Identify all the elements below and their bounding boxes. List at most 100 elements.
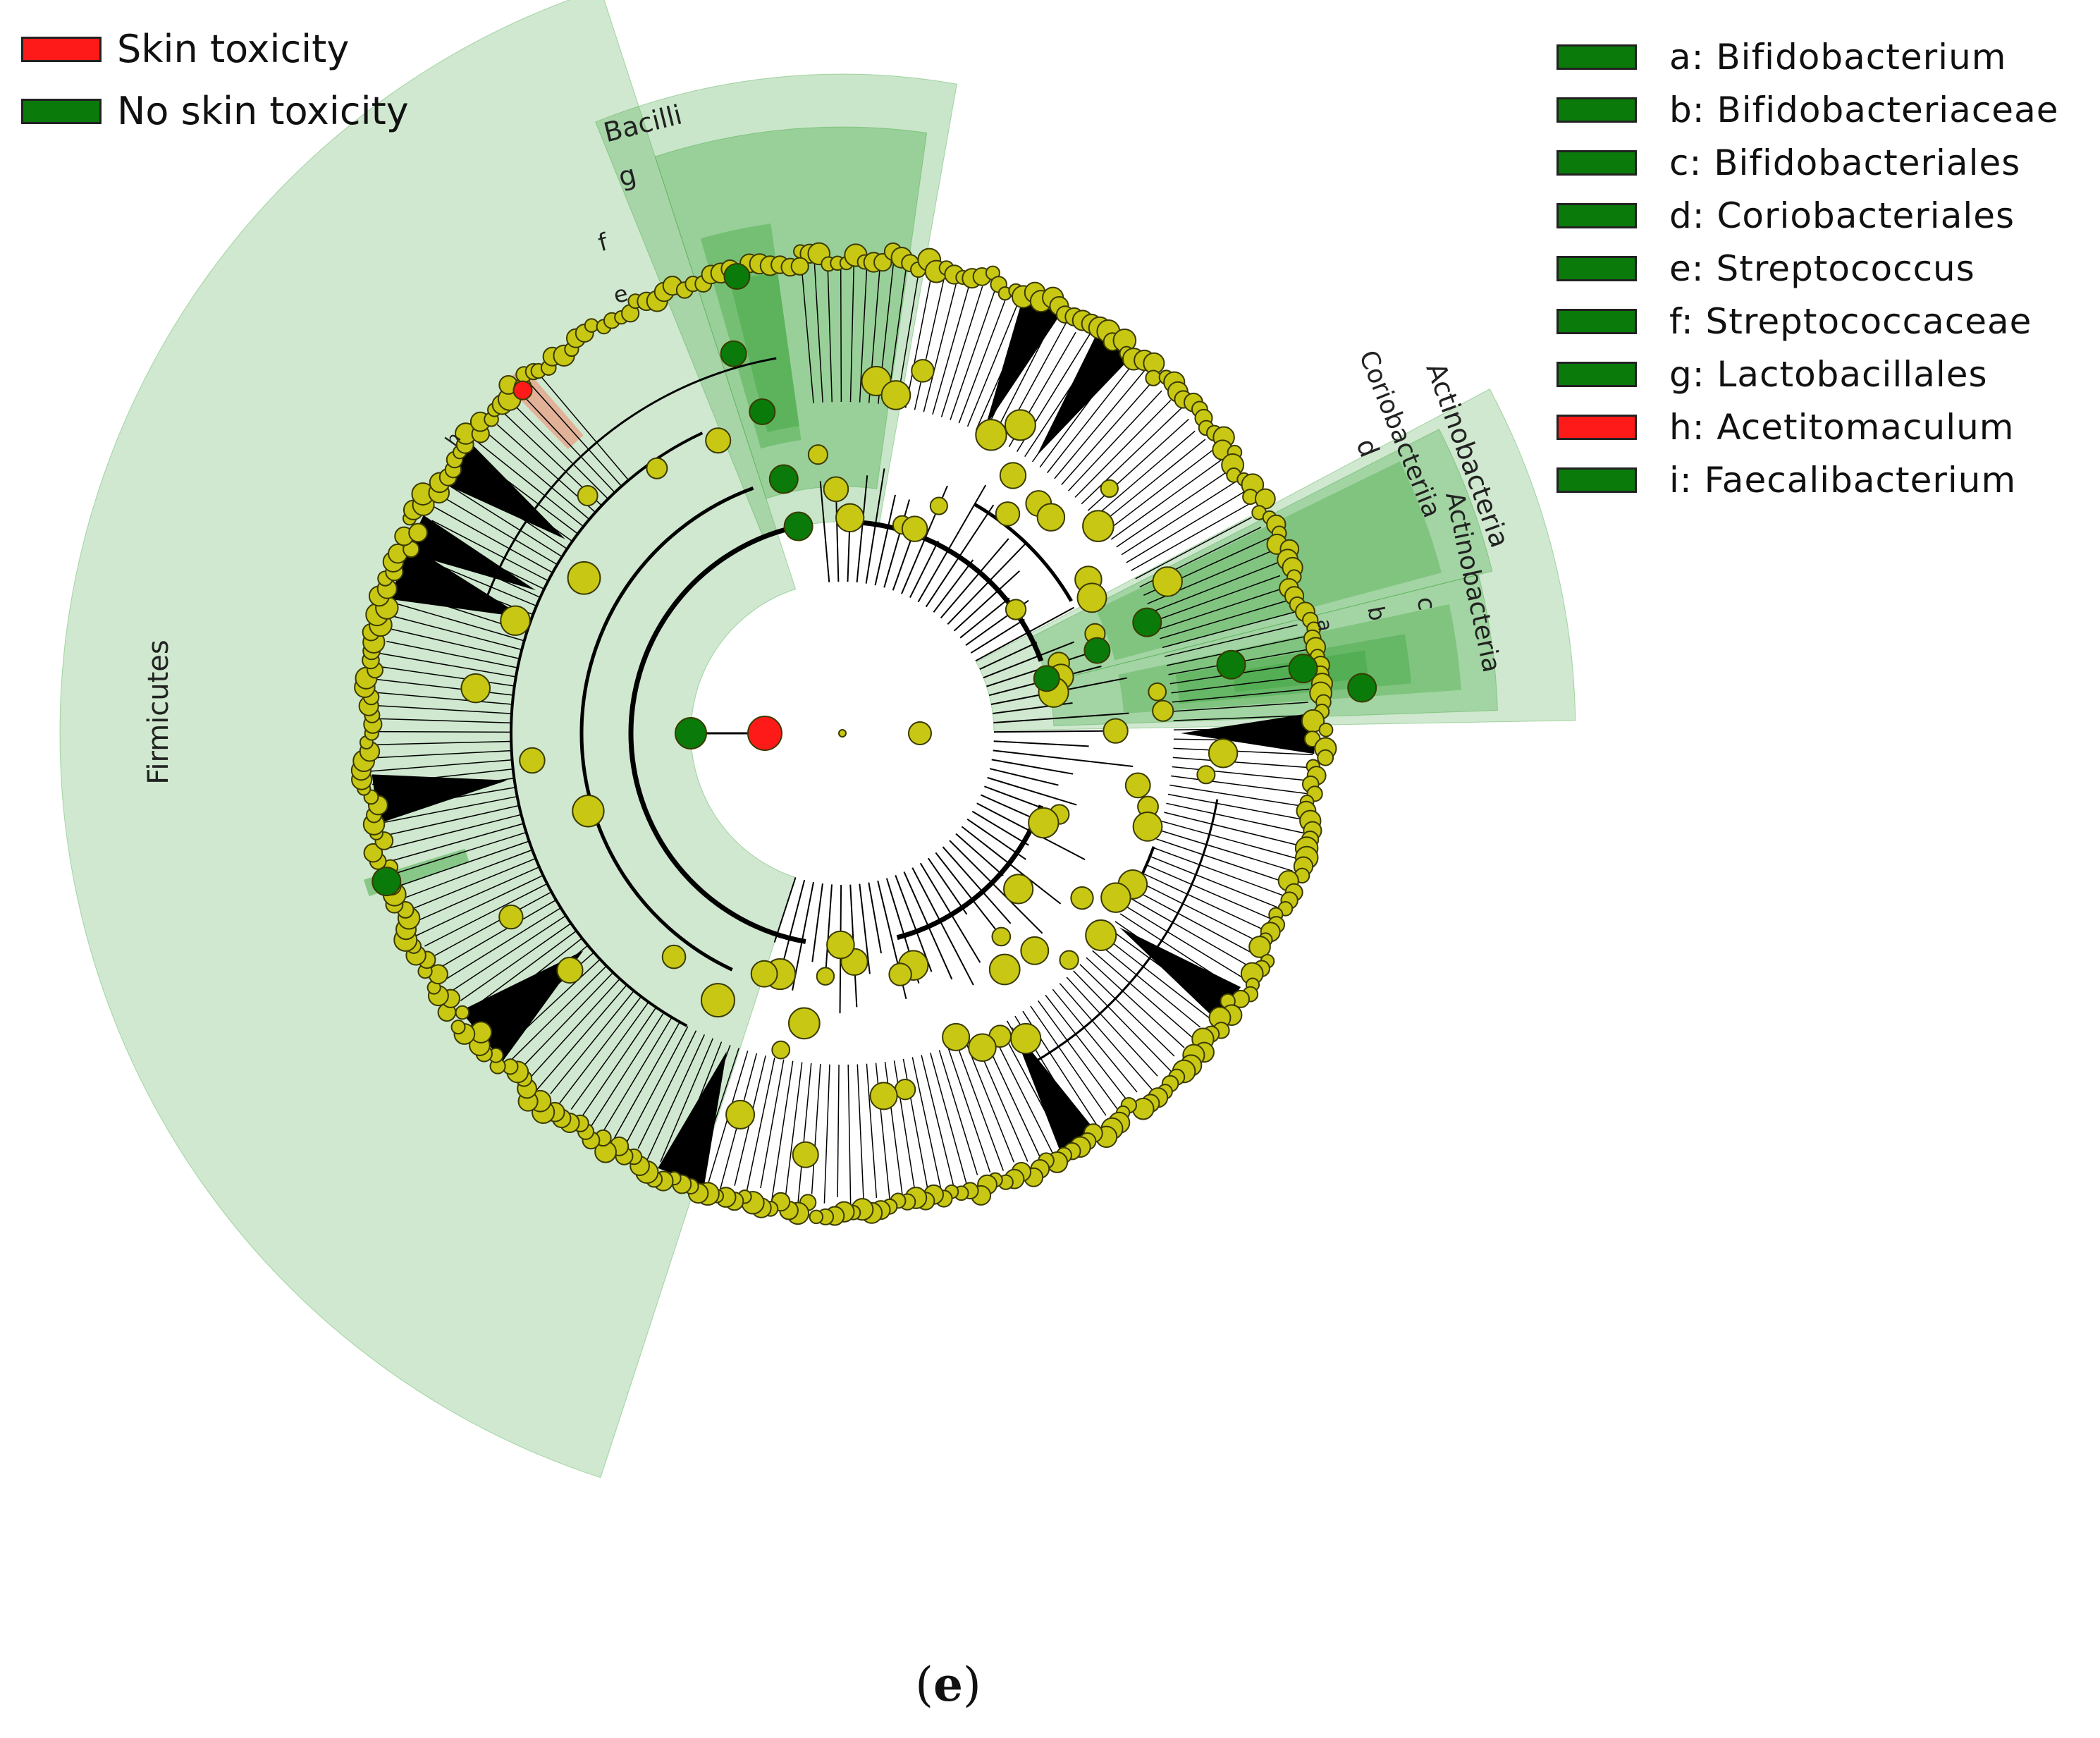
- enriched-node: [1132, 607, 1162, 637]
- inner-node: [1208, 738, 1239, 769]
- cladogram-branch: [1157, 583, 1297, 630]
- cladogram-branch: [770, 1060, 794, 1206]
- cladogram-branch: [970, 618, 1025, 654]
- cladogram-branch: [909, 540, 939, 599]
- cladogram-branch: [1173, 747, 1313, 756]
- cladogram-branch: [446, 915, 567, 996]
- inner-node: [942, 1022, 971, 1051]
- cladogram-branch: [1156, 838, 1292, 886]
- cladogram-branch: [570, 1001, 649, 1110]
- cladogram-branch: [505, 396, 609, 500]
- clade-legend-item: i: Faecalibacterium: [1556, 460, 2016, 501]
- cladogram-branch: [859, 883, 871, 974]
- cladogram-branch: [792, 881, 814, 991]
- inner-node: [1028, 807, 1060, 839]
- clade-legend-label: d: Coriobacteriales: [1669, 195, 2015, 236]
- cladogram-branch: [395, 831, 527, 874]
- inner-node: [823, 476, 849, 503]
- group-legend-label: No skin toxicity: [117, 89, 409, 133]
- cladogram-branch: [895, 875, 933, 972]
- cladogram-branch: [859, 262, 868, 403]
- cladogram-branch: [927, 857, 968, 915]
- cladogram-branch: [911, 1057, 944, 1198]
- cladogram-branch: [1150, 855, 1278, 908]
- clade-legend-label: c: Bifidobacteriales: [1669, 142, 2021, 183]
- inner-node: [826, 930, 855, 960]
- cladogram-branch: [1045, 994, 1131, 1106]
- cladogram-fan: [1181, 712, 1315, 754]
- cladogram-branch: [983, 641, 1074, 679]
- enriched-node: [768, 464, 799, 494]
- inner-node: [1059, 950, 1079, 970]
- cladogram-branch: [923, 271, 960, 412]
- cladogram-ring: [579, 486, 754, 972]
- cladogram-branch: [433, 891, 552, 957]
- cladogram-branch: [436, 899, 557, 970]
- cladogram-branch: [938, 1050, 978, 1175]
- cladogram-branch: [933, 559, 974, 613]
- cladogram-branch: [849, 258, 855, 403]
- cladogram-branch: [823, 1064, 830, 1204]
- cladogram-branch: [1134, 889, 1255, 955]
- cladogram-branch: [987, 776, 1077, 806]
- inner-node: [888, 962, 912, 986]
- inner-node: [1036, 503, 1066, 532]
- inner-node: [1085, 919, 1117, 952]
- inner-node: [995, 501, 1021, 527]
- cladogram-branch: [1103, 936, 1220, 1026]
- cladogram-branch: [472, 437, 584, 527]
- cladogram-branch: [436, 493, 558, 565]
- cladogram-branch: [448, 484, 563, 558]
- cladogram-branch: [1126, 488, 1250, 563]
- leaf-node: [450, 1020, 466, 1035]
- enriched-node: [1288, 654, 1318, 684]
- cladogram-branch: [975, 606, 1075, 662]
- cladogram-branch: [1092, 950, 1197, 1041]
- inner-node: [556, 956, 584, 984]
- inner-node: [787, 1007, 821, 1040]
- leaf-node: [1318, 722, 1334, 738]
- cladogram-branch: [384, 627, 520, 660]
- cladogram-fan: [1036, 334, 1130, 456]
- cladogram-branch: [502, 965, 607, 1069]
- leaf-node: [408, 522, 428, 543]
- clade-legend-swatch: [1556, 44, 1637, 70]
- cladogram-branch: [919, 862, 981, 963]
- inner-node: [975, 419, 1007, 451]
- inner-node: [1010, 1022, 1042, 1055]
- clade-legend-label: h: Acetitomaculum: [1669, 407, 2015, 448]
- clade-legend-label: g: Lactobacillales: [1669, 354, 1988, 395]
- cladogram-branch: [1172, 688, 1310, 703]
- cladogram-ring: [628, 526, 806, 944]
- cladogram-branch: [1121, 478, 1240, 556]
- clade-shades: [59, 0, 1576, 1479]
- inner-node: [968, 1033, 997, 1063]
- cladogram-branch: [387, 600, 524, 642]
- faecalibacterium-node: [372, 867, 402, 897]
- inner-node: [1152, 699, 1174, 722]
- inner-node: [577, 485, 598, 507]
- cladogram-branch: [1161, 821, 1297, 859]
- clade-label-firmicutes: Firmicutes: [142, 639, 175, 785]
- inner-node: [988, 953, 1021, 986]
- cladogram-branch: [410, 866, 540, 924]
- cladogram-branch: [588, 1012, 665, 1130]
- clade-legend-label: f: Streptococcaceae: [1669, 301, 2032, 342]
- cladogram-fan: [372, 774, 508, 824]
- cladogram-branch: [874, 494, 896, 586]
- cladogram-branch: [424, 883, 548, 947]
- clade-legend-label: b: Bifidobacteriaceae: [1669, 90, 2059, 130]
- cladogram-branch: [387, 814, 522, 849]
- cladogram-branch: [813, 256, 823, 403]
- leaf-node: [809, 1209, 824, 1225]
- cladogram-branch: [378, 718, 512, 723]
- cladogram-branch: [386, 640, 518, 668]
- cladogram-branch: [989, 768, 1059, 786]
- cladogram-branch: [811, 883, 823, 962]
- cladogram-branch: [1124, 905, 1243, 979]
- inner-node: [1196, 765, 1216, 785]
- enriched-node: [723, 263, 751, 290]
- cladogram-ring: [484, 357, 777, 604]
- cladogram-branch: [744, 1057, 775, 1201]
- cladogram-branch: [1138, 881, 1265, 946]
